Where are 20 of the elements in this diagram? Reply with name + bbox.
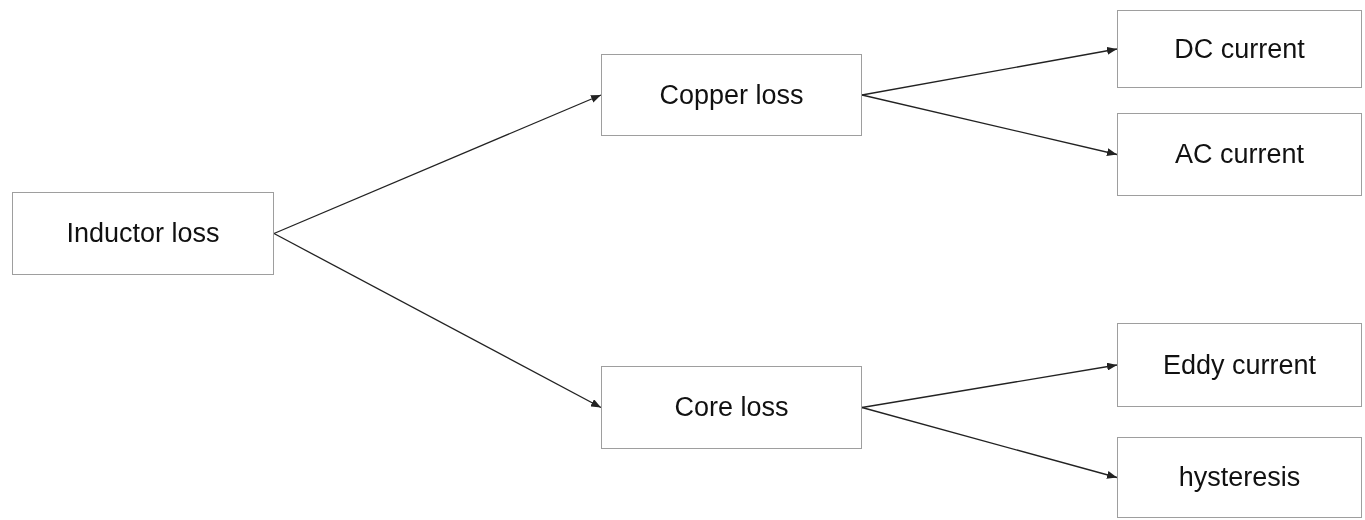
arrow — [273, 94, 602, 235]
box-label: Eddy current — [1162, 348, 1317, 382]
arrow — [861, 94, 1118, 157]
process-box — [1117, 323, 1362, 407]
box-label: Inductor loss — [66, 217, 220, 251]
box-label: AC current — [1174, 138, 1304, 172]
process-box — [1117, 10, 1362, 88]
process-box — [1117, 113, 1362, 196]
process-box — [601, 54, 862, 136]
process-box — [12, 192, 274, 275]
arrow — [861, 362, 1118, 409]
box-label: DC current — [1174, 32, 1305, 66]
arrow — [273, 232, 602, 409]
arrow — [861, 46, 1118, 96]
box-label: Core loss — [674, 391, 789, 425]
box-label: hysteresis — [1178, 461, 1301, 495]
process-box — [1117, 437, 1362, 518]
process-box — [601, 366, 862, 449]
box-label: Copper loss — [659, 78, 804, 112]
arrow — [861, 406, 1118, 479]
